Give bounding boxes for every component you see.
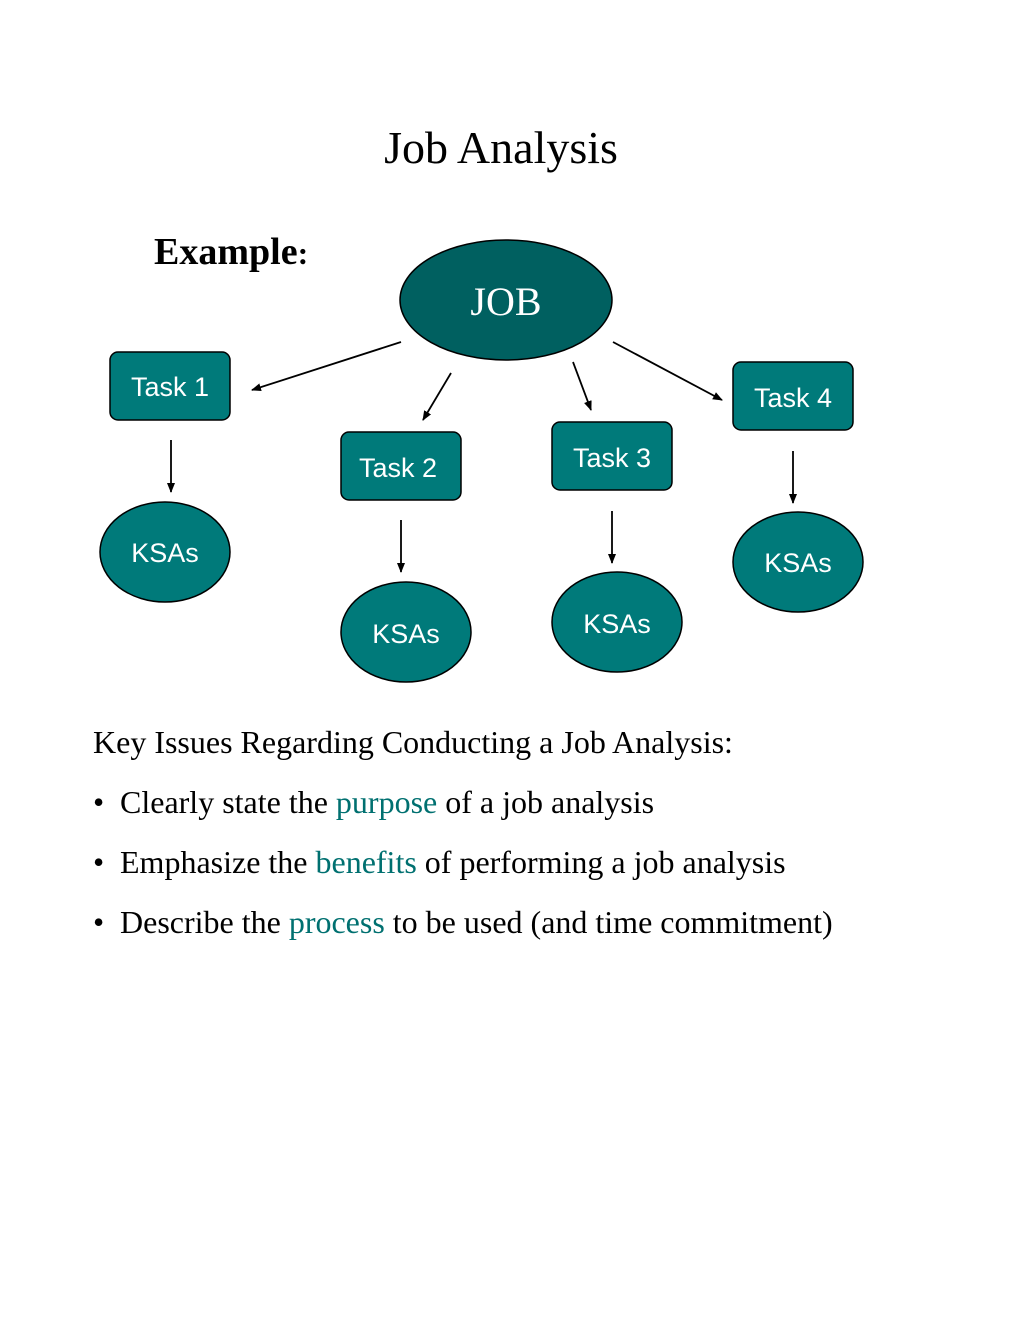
example-label: Example bbox=[154, 231, 298, 273]
key-issues-list: • Clearly state the purpose of a job anal… bbox=[93, 782, 833, 962]
ksas-label-1: KSAs bbox=[131, 538, 199, 568]
bullet-highlight: process bbox=[288, 904, 385, 940]
bullet-text-before: Describe the bbox=[120, 904, 289, 940]
ksas-node-3: KSAs bbox=[551, 571, 683, 673]
task-label-4: Task 4 bbox=[754, 383, 832, 413]
task-node-2: Task 2 bbox=[340, 431, 462, 501]
bullet-icon: • bbox=[93, 904, 105, 940]
arrow-job-task3 bbox=[572, 361, 592, 411]
arrow-job-task1 bbox=[251, 341, 402, 392]
job-label: JOB bbox=[470, 279, 541, 324]
bullet-highlight: benefits bbox=[315, 844, 417, 880]
task-node-1: Task 1 bbox=[109, 351, 231, 421]
task-label-1: Task 1 bbox=[131, 372, 209, 402]
ksas-label-2: KSAs bbox=[372, 619, 440, 649]
bullet-icon: • bbox=[93, 784, 105, 820]
ksas-label-4: KSAs bbox=[764, 548, 832, 578]
list-item: • Describe the process to be used (and ti… bbox=[93, 902, 833, 962]
task-label-2: Task 2 bbox=[359, 453, 437, 483]
bullet-text-after: of a job analysis bbox=[437, 784, 655, 820]
example-heading: Example: bbox=[154, 228, 308, 277]
arrow-job-task2 bbox=[422, 372, 452, 421]
list-item: • Clearly state the purpose of a job anal… bbox=[93, 782, 833, 842]
bullet-text-after: to be used (and time commitment) bbox=[384, 904, 833, 940]
key-issues-heading: Key Issues Regarding Conducting a Job An… bbox=[93, 724, 733, 760]
ksas-node-2: KSAs bbox=[340, 581, 472, 683]
bullet-icon: • bbox=[93, 844, 105, 880]
task-node-4: Task 4 bbox=[732, 361, 854, 431]
ksas-node-1: KSAs bbox=[99, 501, 231, 603]
ksas-label-3: KSAs bbox=[583, 609, 651, 639]
bullet-text-before: Emphasize the bbox=[120, 844, 316, 880]
example-colon: : bbox=[297, 235, 309, 271]
bullet-text-after: of performing a job analysis bbox=[416, 844, 786, 880]
ksas-node-4: KSAs bbox=[732, 511, 864, 613]
bullet-highlight: purpose bbox=[335, 784, 438, 820]
task-node-3: Task 3 bbox=[551, 421, 673, 491]
arrow-job-task4 bbox=[612, 341, 723, 401]
page-title: Job Analysis bbox=[384, 122, 618, 173]
task-label-3: Task 3 bbox=[573, 443, 651, 473]
job-analysis-diagram: JOB Task 1 Task 2 Task 3 Task 4 KSAs KSA… bbox=[99, 239, 864, 683]
bullet-text-before: Clearly state the bbox=[120, 784, 336, 820]
job-node: JOB bbox=[399, 239, 613, 361]
list-item: • Emphasize the benefits of performing a … bbox=[93, 842, 833, 902]
